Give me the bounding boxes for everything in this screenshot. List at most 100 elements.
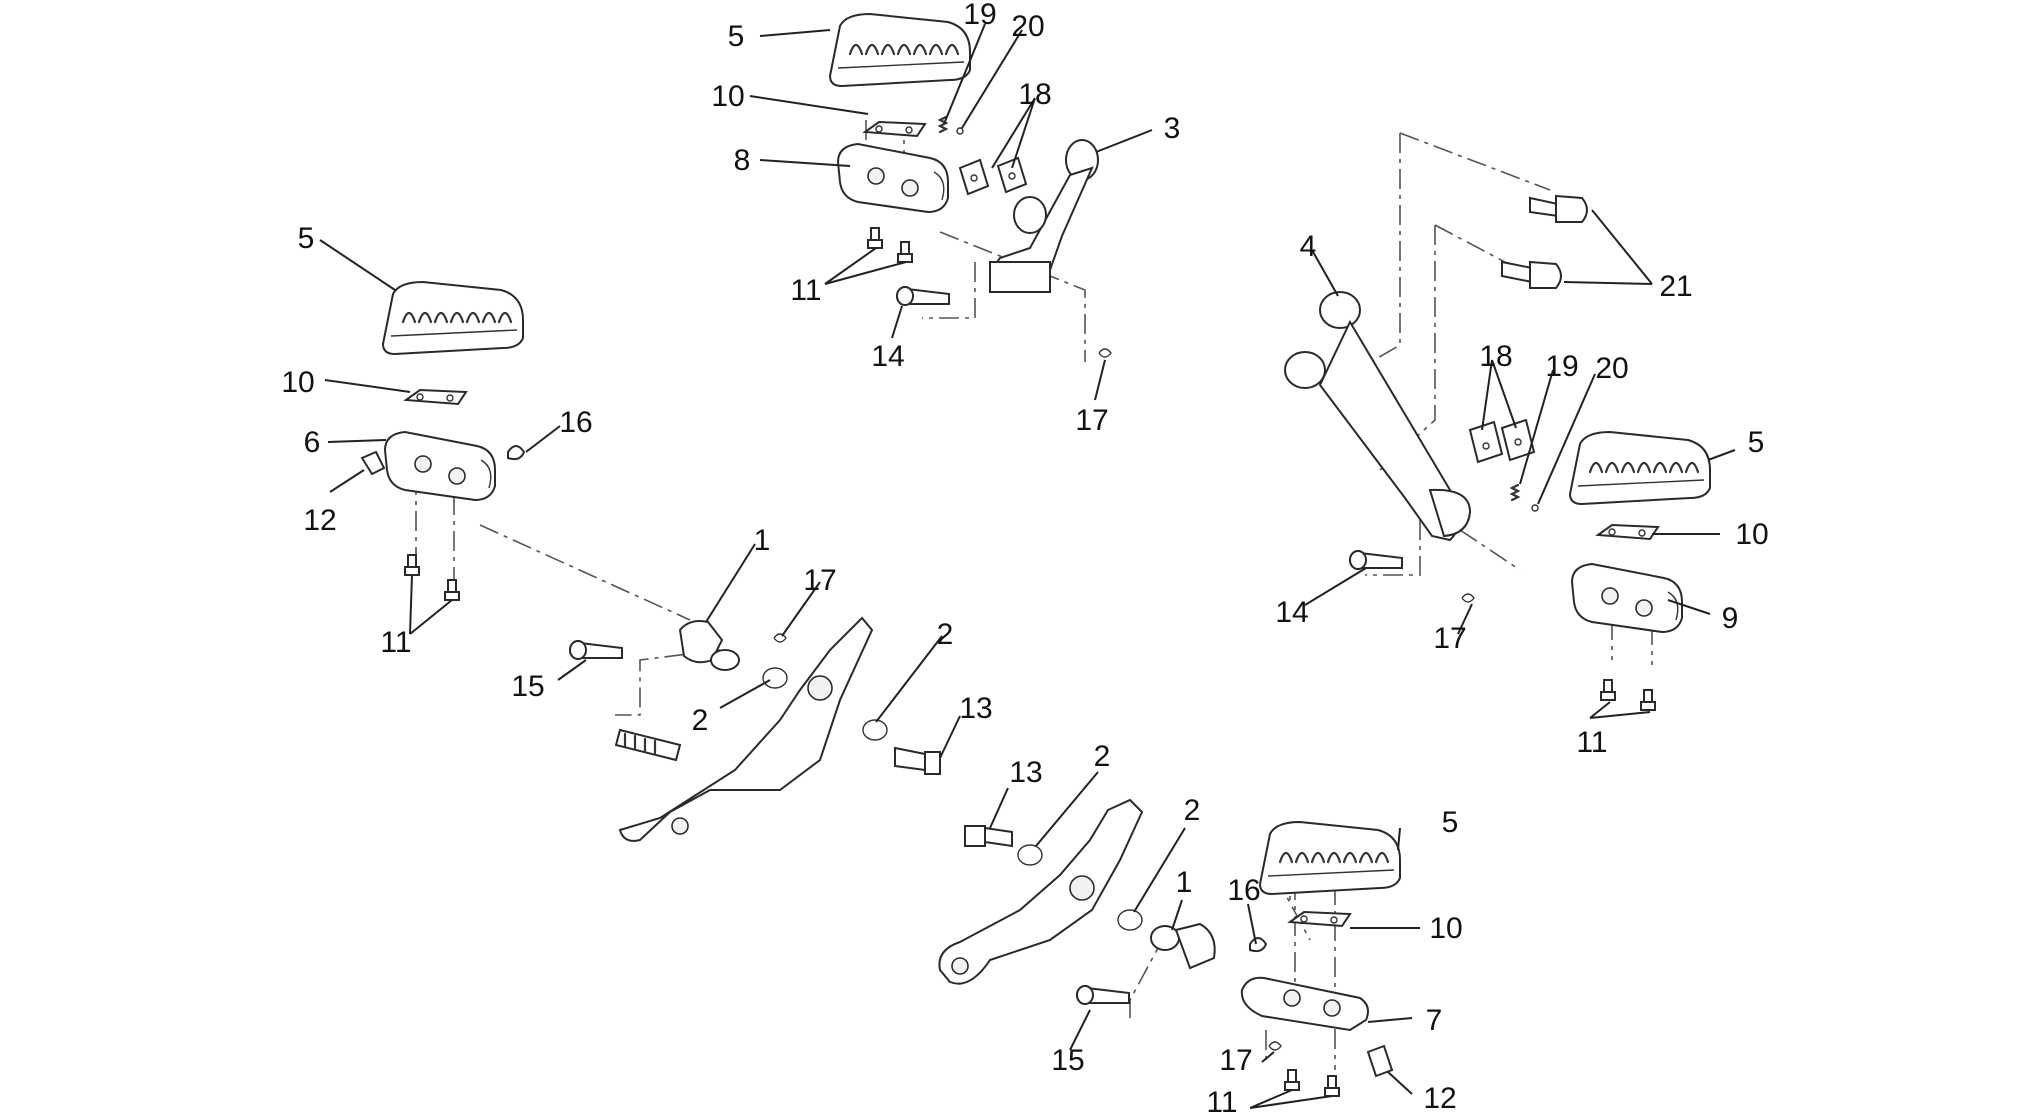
spring-clip-16: [507, 445, 526, 461]
callout-17-top: 17: [1075, 404, 1108, 437]
bolt-low-b: [1324, 1075, 1340, 1097]
callout-17-mid: 17: [803, 564, 836, 597]
callout-2-mid-b: 2: [937, 618, 954, 651]
pin-15-mid: [569, 640, 623, 660]
hanger-plate-right: [938, 798, 1144, 985]
callout-8: 8: [734, 144, 751, 177]
pivot-1-low: [1150, 922, 1216, 970]
callout-11-left: 11: [380, 626, 411, 659]
washer-2-low-b: [1117, 909, 1143, 931]
callout-2-low-a: 2: [1094, 740, 1111, 773]
spring-top: [937, 115, 964, 135]
plate-right: [1597, 524, 1659, 540]
callout-19-right: 19: [1545, 350, 1578, 383]
plate-left: [405, 389, 467, 405]
callout-labels: 5 19 20 10 18 3 8 11 14 17 5 10 16 6 12 …: [281, 0, 1768, 1115]
bolt-left-b: [444, 579, 460, 601]
pin-15-low: [1076, 985, 1130, 1005]
bolts-21: [1501, 194, 1588, 289]
callout-16-left: 16: [559, 406, 592, 439]
right-assembly: [1284, 194, 1712, 711]
gear-lever-3: [989, 139, 1099, 293]
callout-17-low: 17: [1219, 1044, 1252, 1077]
footpeg-rubber-top: [828, 12, 972, 88]
callout-12-left: 12: [303, 504, 336, 537]
callout-17-right: 17: [1433, 622, 1466, 655]
circlip-17-right: [1461, 593, 1475, 603]
leader-lines: [319, 23, 1736, 1109]
callout-14-top: 14: [871, 340, 904, 373]
callout-1-low: 1: [1176, 866, 1193, 899]
stud-12-left: [360, 450, 386, 476]
left-hanger-assembly: [569, 616, 941, 842]
footpeg-rubber-left: [381, 280, 525, 356]
callout-10-low: 10: [1429, 912, 1462, 945]
detent-plates-top: [958, 156, 1028, 196]
bolt-13-low: [964, 825, 1013, 848]
callout-11-top: 11: [790, 274, 821, 307]
callout-5-top: 5: [728, 20, 745, 53]
callout-12-low: 12: [1423, 1082, 1456, 1115]
callout-15-low: 15: [1051, 1044, 1084, 1077]
callout-6: 6: [304, 426, 321, 459]
circlip-17-low: [1268, 1041, 1282, 1051]
callout-10-right: 10: [1735, 518, 1768, 551]
washer-2-mid-b: [862, 719, 888, 741]
pivot-1-mid: [678, 620, 740, 671]
top-assembly: [828, 12, 1112, 358]
left-assembly: [360, 280, 526, 601]
callout-9: 9: [1722, 602, 1739, 635]
callout-10-left: 10: [281, 366, 314, 399]
callout-20-top: 20: [1011, 10, 1044, 43]
callout-18-right: 18: [1479, 340, 1512, 373]
callout-2-mid-a: 2: [692, 704, 709, 737]
detent-plates-right: [1468, 418, 1536, 464]
circlip-17-mid: [773, 633, 787, 643]
callout-16-low: 16: [1227, 874, 1260, 907]
callout-2-low-b: 2: [1184, 794, 1201, 827]
callout-7: 7: [1426, 1004, 1443, 1037]
plate-low: [1289, 911, 1351, 927]
callout-5-right: 5: [1748, 426, 1765, 459]
callout-19-top: 19: [963, 0, 996, 31]
footpeg-bracket-7: [1240, 976, 1369, 1032]
plate-top: [864, 121, 926, 137]
washer-2-mid-a: [762, 667, 788, 689]
pin-14-top: [896, 286, 950, 306]
callout-1-mid: 1: [754, 524, 771, 557]
footpeg-bracket-6: [384, 431, 496, 501]
pin-14-right: [1349, 550, 1403, 570]
spring-right: [1509, 483, 1539, 512]
footpeg-bracket-8: [837, 143, 949, 213]
footpeg-rubber-low: [1258, 820, 1402, 896]
callout-4: 4: [1300, 230, 1317, 263]
washer-2-low-a: [1017, 844, 1043, 866]
callout-18-top: 18: [1018, 78, 1051, 111]
bolt-right-a: [1600, 679, 1616, 701]
callout-15-mid: 15: [511, 670, 544, 703]
callout-11-right: 11: [1576, 726, 1607, 759]
callout-21: 21: [1659, 270, 1692, 303]
callout-5-low: 5: [1442, 806, 1459, 839]
callout-5-left: 5: [298, 222, 315, 255]
bolt-top-b: [897, 241, 913, 263]
spring-clip-16-low: [1249, 937, 1268, 953]
callout-10-top: 10: [711, 80, 744, 113]
callout-13-low: 13: [1009, 756, 1042, 789]
footpeg-bracket-9: [1571, 563, 1683, 633]
bolt-top-a: [867, 227, 883, 249]
callout-20-right: 20: [1595, 352, 1628, 385]
bolt-right-b: [1640, 689, 1656, 711]
circlip-17-top: [1098, 348, 1112, 358]
bolt-left-a: [404, 554, 420, 576]
lower-right-assembly: [938, 798, 1402, 1097]
callout-3: 3: [1164, 112, 1181, 145]
brake-lever-4: [1284, 291, 1472, 542]
callout-14-right: 14: [1275, 596, 1308, 629]
stud-12-low: [1366, 1044, 1394, 1078]
bolt-low-a: [1284, 1069, 1300, 1091]
footpeg-rubber-right: [1568, 430, 1712, 506]
bolt-13-mid: [894, 746, 941, 775]
callout-13-mid: 13: [959, 692, 992, 725]
